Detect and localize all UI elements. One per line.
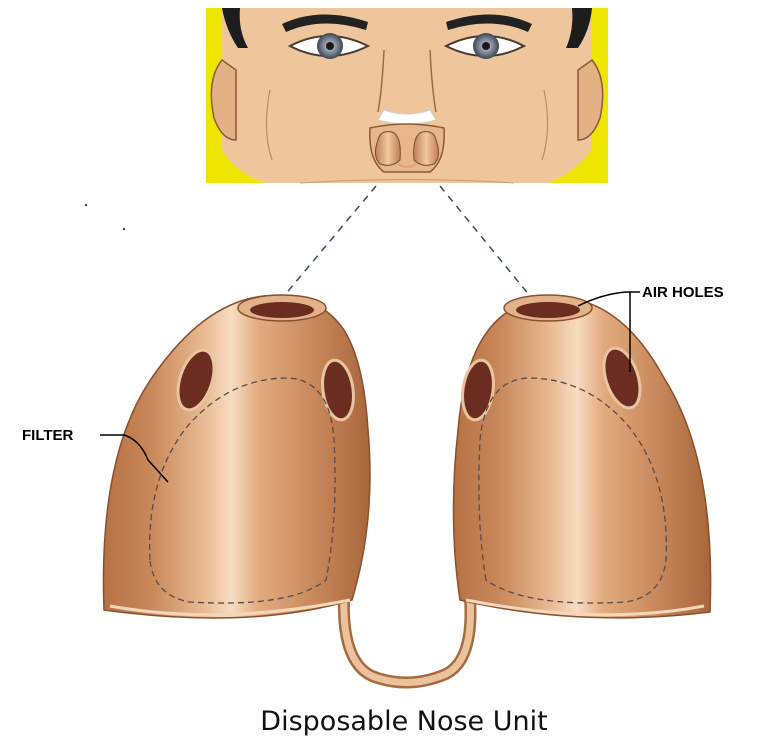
- inserted-unit-left: [375, 132, 400, 166]
- diagram-caption: Disposable Nose Unit: [260, 706, 547, 737]
- top-air-hole: [516, 302, 580, 318]
- nose-cup-right: [453, 295, 710, 618]
- face-illustration: [206, 8, 608, 183]
- top-air-hole: [250, 302, 314, 318]
- zoom-leader-lines: [85, 186, 530, 296]
- leader-line-right: [440, 186, 530, 296]
- stray-dot: [123, 228, 125, 230]
- stray-dot: [85, 204, 87, 206]
- inserted-unit-right: [414, 132, 439, 166]
- connector-tube: [344, 598, 471, 683]
- leader-line-left: [284, 186, 376, 296]
- nose-cup-left: [103, 295, 370, 618]
- air-holes-label: AIR HOLES: [642, 284, 724, 301]
- filter-label: FILTER: [22, 427, 74, 444]
